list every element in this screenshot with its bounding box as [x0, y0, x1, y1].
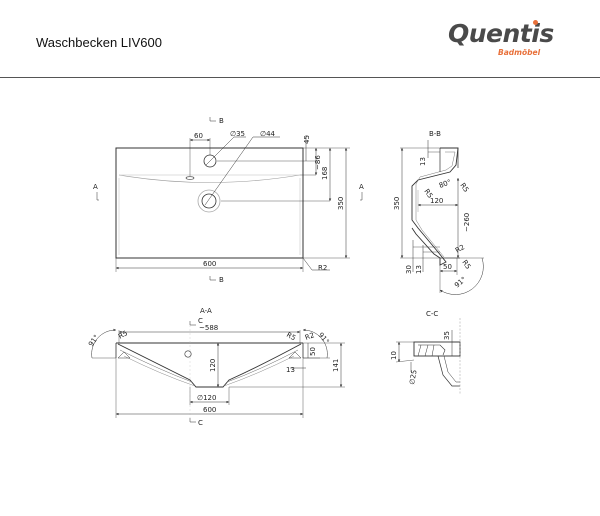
svg-text:120: 120: [209, 359, 217, 372]
svg-text:R5: R5: [458, 182, 470, 194]
section-bb-labels: B-B 350 13 R5 80° R5 120 ~260 R2 R5 30 1…: [393, 130, 472, 290]
svg-text:50: 50: [443, 263, 452, 271]
overflow-slot: [185, 176, 195, 180]
svg-text:R2: R2: [318, 264, 327, 272]
svg-text:13: 13: [415, 265, 423, 274]
svg-text:141: 141: [332, 359, 340, 372]
svg-text:C: C: [198, 317, 203, 325]
svg-text:B: B: [219, 276, 224, 284]
svg-text:91°: 91°: [316, 331, 330, 346]
basin-outline: [115, 147, 304, 259]
svg-text:R5: R5: [117, 329, 129, 341]
svg-text:∅120: ∅120: [197, 394, 216, 402]
svg-text:C: C: [198, 419, 203, 427]
svg-text:B: B: [219, 117, 224, 125]
svg-text:R5: R5: [285, 331, 297, 343]
top-view-labels: B B A A 60 ∅35 ∅44 45 ~86 168 350 600 R2: [93, 117, 364, 284]
svg-text:350: 350: [337, 197, 345, 210]
logo-accent-dot: [533, 20, 538, 25]
section-cc: [395, 318, 461, 395]
svg-text:120: 120: [430, 197, 443, 205]
section-aa: [91, 321, 345, 423]
svg-text:∅25: ∅25: [408, 369, 418, 385]
svg-text:350: 350: [393, 197, 401, 210]
svg-text:∅35: ∅35: [230, 130, 245, 138]
svg-text:45: 45: [303, 135, 311, 144]
logo-subtitle: Badmöbel: [498, 48, 541, 57]
svg-text:30: 30: [405, 265, 413, 274]
svg-text:R5: R5: [460, 259, 472, 271]
svg-text:A: A: [359, 183, 364, 191]
svg-text:168: 168: [321, 167, 329, 180]
header-separator: [0, 77, 600, 78]
svg-text:13: 13: [286, 366, 295, 374]
brand-logo: Quentis Badmöbel: [448, 19, 560, 61]
svg-text:600: 600: [203, 406, 216, 414]
drain-outer: [197, 189, 221, 213]
section-bb: [400, 140, 484, 295]
svg-text:91°: 91°: [87, 333, 101, 348]
svg-text:~588: ~588: [199, 324, 218, 332]
svg-text:R2: R2: [304, 331, 316, 342]
svg-text:80°: 80°: [438, 178, 452, 190]
svg-text:C-C: C-C: [426, 310, 438, 318]
svg-text:∅44: ∅44: [260, 130, 276, 138]
svg-text:91°: 91°: [453, 275, 468, 289]
top-view: [96, 117, 363, 281]
svg-text:13: 13: [419, 157, 427, 166]
svg-text:A-A: A-A: [200, 307, 212, 315]
svg-text:35: 35: [443, 331, 451, 340]
section-cc-labels: C-C 35 10 ∅25: [390, 310, 451, 385]
drain-inner: [201, 193, 217, 209]
drawing-title: Waschbecken LIV600: [36, 35, 162, 50]
svg-text:~260: ~260: [463, 213, 471, 232]
svg-text:R2: R2: [454, 243, 466, 255]
svg-text:B-B: B-B: [429, 130, 441, 138]
svg-text:50: 50: [309, 347, 317, 356]
svg-text:~86: ~86: [314, 155, 322, 170]
svg-text:A: A: [93, 183, 98, 191]
section-aa-labels: A-A C C ~588 R5 R5 R2 91° 91° 50 120 13 …: [87, 307, 340, 427]
svg-text:R5: R5: [422, 188, 434, 200]
svg-text:10: 10: [390, 351, 398, 360]
svg-text:600: 600: [203, 260, 216, 268]
svg-text:60: 60: [194, 132, 203, 140]
